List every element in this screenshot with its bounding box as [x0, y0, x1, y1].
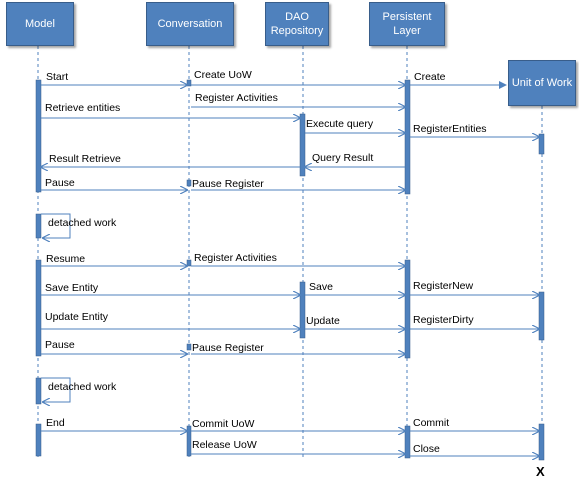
label-result-retrieve: Result Retrieve [49, 153, 121, 165]
activation-conversation-3 [186, 259, 192, 267]
label-resume: Resume [46, 253, 86, 265]
label-save-entity: Save Entity [45, 282, 99, 294]
activation-model-5 [35, 423, 42, 457]
label-register-entities: RegisterEntities [413, 123, 487, 135]
label-retrieve-entities: Retrieve entities [45, 102, 121, 114]
label-create-uow: Create UoW [194, 69, 252, 81]
activation-dao-2 [299, 281, 306, 339]
label-pause-1: Pause [45, 177, 75, 189]
participant-conversation-label: Conversation [157, 18, 223, 30]
label-commit: Commit [413, 417, 450, 429]
msg-detached-work-1 [41, 213, 71, 238]
label-pause-register-1: Pause Register [192, 178, 264, 190]
label-query-result: Query Result [312, 152, 374, 164]
label-create: Create [414, 71, 446, 83]
activation-uow-1 [538, 133, 545, 155]
participant-unit-of-work: Unit of Work [508, 60, 576, 106]
activation-conversation-2 [186, 179, 192, 187]
participant-uow-label: Unit of Work [511, 77, 573, 89]
label-detached-work-2: detached work [48, 381, 117, 393]
participant-model: Model [6, 2, 74, 46]
label-update: Update [306, 315, 340, 327]
activation-dao-1 [299, 113, 306, 177]
participant-dao-repository: DAO Repository [265, 2, 329, 46]
participant-dao-label: DAO Repository [270, 11, 324, 37]
activation-persistent-2 [404, 259, 411, 359]
label-register-activities-1: Register Activities [195, 92, 278, 104]
participant-model-label: Model [25, 18, 55, 30]
participant-persistent-layer: Persistent Layer [369, 2, 445, 46]
label-commit-uow: Commit UoW [192, 418, 255, 430]
destroy-marker: X [536, 464, 545, 479]
activation-uow-2 [538, 291, 545, 341]
activation-conversation-1 [186, 79, 192, 87]
activation-persistent-1 [404, 79, 411, 195]
label-release-uow: Release UoW [192, 439, 257, 451]
activation-uow-3 [538, 423, 545, 461]
msg-detached-work-2 [41, 377, 71, 402]
label-end: End [46, 417, 65, 429]
activation-model-2 [35, 213, 42, 239]
activation-model-4 [35, 377, 42, 405]
participant-persistent-label: Persistent Layer [382, 11, 432, 37]
label-pause-2: Pause [45, 339, 75, 351]
label-pause-register-2: Pause Register [192, 342, 264, 354]
activation-conversation-4 [186, 343, 192, 351]
label-register-new: RegisterNew [413, 280, 474, 292]
participant-conversation: Conversation [146, 2, 234, 46]
label-save: Save [309, 281, 333, 293]
activation-model-1 [35, 79, 42, 193]
label-register-activities-2: Register Activities [194, 252, 277, 264]
label-start: Start [46, 71, 69, 83]
label-register-dirty: RegisterDirty [413, 314, 474, 326]
label-close: Close [413, 443, 440, 455]
activation-conversation-5 [186, 425, 192, 457]
activation-persistent-3 [404, 425, 411, 459]
label-update-entity: Update Entity [45, 311, 109, 323]
activation-model-3 [35, 259, 42, 357]
label-detached-work-1: detached work [48, 217, 117, 229]
label-execute-query: Execute query [306, 118, 374, 130]
